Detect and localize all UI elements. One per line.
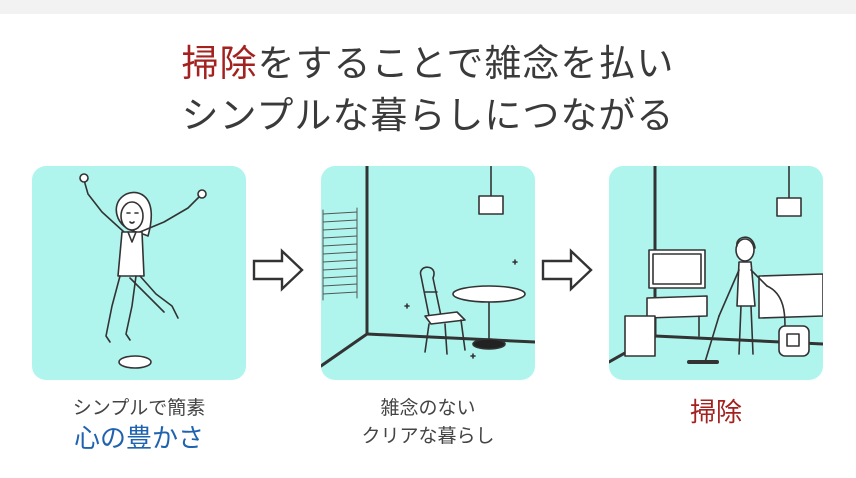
arrow-right-icon bbox=[252, 248, 304, 292]
slide-title: 掃除をすることで雑念を払い シンプルな暮らしにつながる bbox=[0, 38, 856, 142]
illustration-jumping-woman bbox=[32, 166, 246, 380]
title-line-2: シンプルな暮らしにつながる bbox=[181, 94, 675, 137]
title-line-1-rest: をすることで雑念を払い bbox=[257, 42, 675, 85]
caption-step-3: 掃除 bbox=[689, 398, 742, 428]
title-line-1: 掃除をすることで雑念を払い bbox=[0, 38, 856, 90]
title-accent-word: 掃除 bbox=[181, 42, 258, 85]
caption-step-1-line-1: シンプルで簡素 bbox=[72, 397, 206, 419]
caption-step-2-line-1: 雑念のない bbox=[380, 397, 476, 419]
caption-step-2-line-2: クリアな暮らし bbox=[361, 425, 495, 447]
arrow-right-icon bbox=[541, 248, 593, 292]
top-band bbox=[0, 0, 856, 14]
caption-step-1-line-2: 心の豊かさ bbox=[73, 424, 204, 454]
illustration-clear-room bbox=[321, 166, 535, 380]
caption-step-2: 雑念のない クリアな暮らし bbox=[308, 394, 548, 450]
caption-step-1: シンプルで簡素 心の豊かさ bbox=[19, 394, 259, 456]
illustration-cleaning bbox=[609, 166, 823, 380]
